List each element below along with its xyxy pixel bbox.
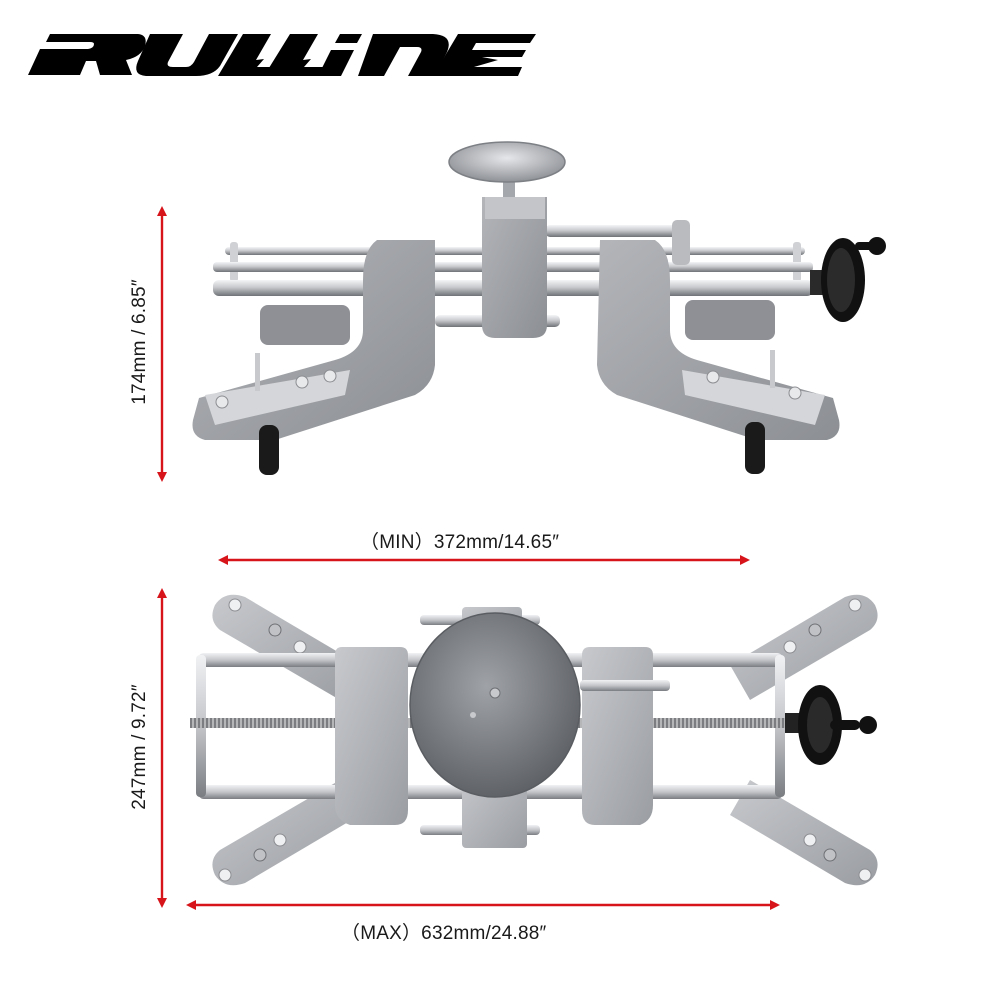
min-width-label: （MIN）372mm/14.65″ (360, 532, 560, 553)
height-label-side-view: 174mm / 6.85″ (129, 279, 150, 405)
product-image-top-view (190, 585, 900, 900)
height-arrow-side-view (154, 206, 170, 482)
height-arrow-top-view (154, 588, 170, 908)
max-width-arrow (186, 898, 780, 912)
max-width-label: （MAX）632mm/24.88″ (341, 923, 547, 944)
height-label-top-view: 247mm / 9.72″ (129, 684, 150, 810)
product-image-side-view (185, 140, 895, 485)
brand-logo (28, 30, 538, 80)
rulline-logo-icon (28, 34, 536, 76)
min-width-arrow (218, 553, 750, 567)
